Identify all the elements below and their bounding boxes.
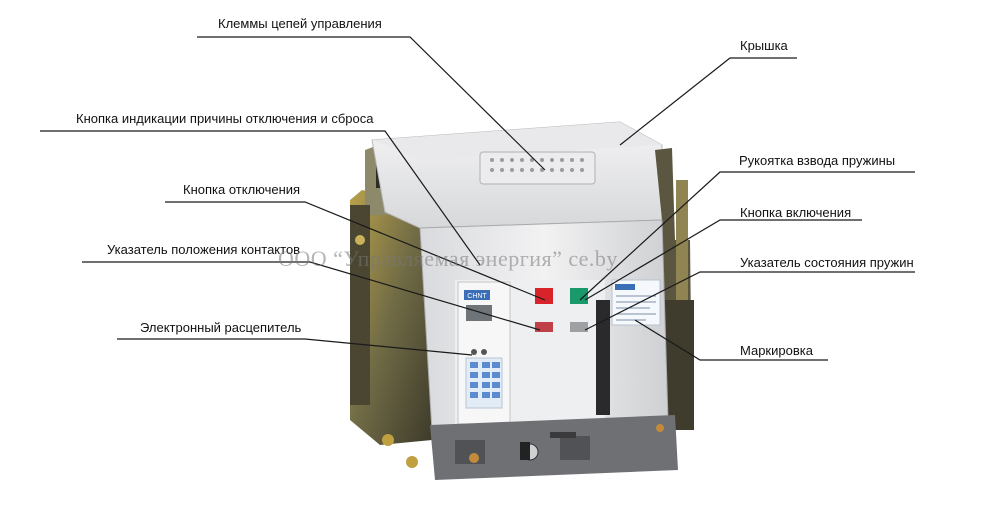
label-spring-indicator: Указатель состояния пружин (740, 255, 914, 270)
label-control-terminals: Клеммы цепей управления (218, 16, 382, 31)
trip-unit-display (466, 305, 492, 321)
label-on-button: Кнопка включения (740, 205, 852, 220)
label-trip-reset-button: Кнопка индикации причины отключения и сб… (76, 111, 374, 126)
spring-charging-handle[interactable] (596, 300, 610, 415)
control-terminal-block (479, 151, 596, 185)
spring-state-indicator (570, 322, 588, 332)
contact-position-indicator (535, 322, 553, 332)
breaker-base (430, 415, 678, 480)
label-contact-indicator: Указатель положения контактов (107, 242, 301, 257)
label-spring-handle: Рукоятка взвода пружины (739, 153, 896, 168)
label-cover: Крышка (740, 38, 788, 53)
right-side-frame (655, 148, 694, 430)
brand-logo-text: CHNT (467, 293, 487, 300)
brand-logo (464, 290, 490, 300)
label-electronic-trip: Электронный расцепитель (140, 320, 302, 335)
on-button[interactable] (570, 288, 588, 304)
leader-lines (40, 36, 915, 361)
label-off-button: Кнопка отключения (183, 182, 301, 197)
label-marking: Маркировка (740, 343, 813, 358)
off-button[interactable] (535, 288, 553, 304)
breaker-body: CHNT (419, 219, 669, 433)
watermark: ООО “Управляемая энергия” ce.by (278, 246, 618, 271)
